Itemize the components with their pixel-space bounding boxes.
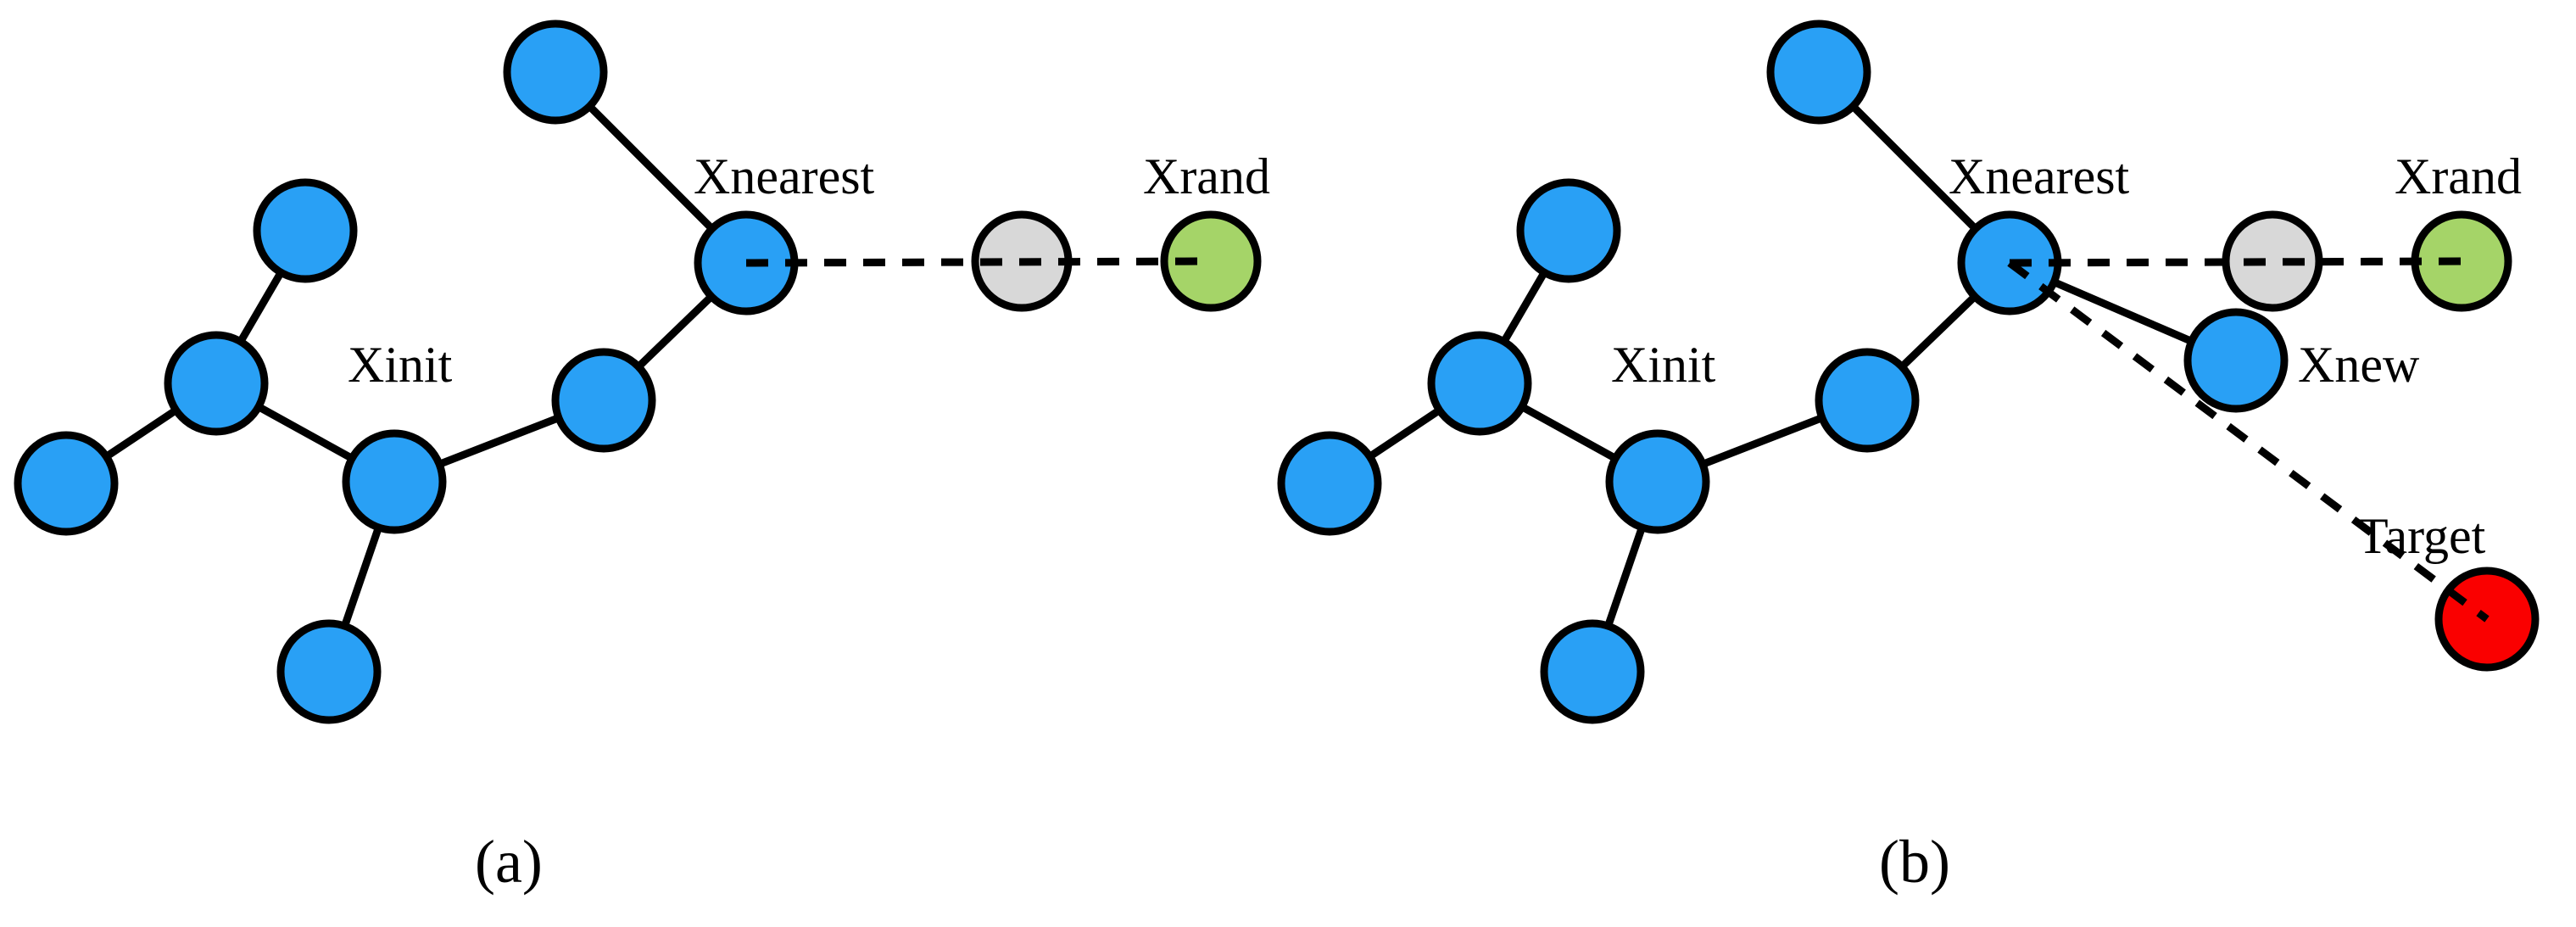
panel-a-node-bottom[interactable] bbox=[276, 619, 382, 724]
nodes-layer bbox=[14, 20, 2540, 724]
panel-b-node-right-mid[interactable] bbox=[1815, 348, 1920, 453]
panel-b-dashed-nearest-target bbox=[2007, 260, 2490, 623]
panel-a-node-init-label: Xinit bbox=[348, 337, 453, 393]
panel-a-node-far-left[interactable] bbox=[14, 431, 119, 536]
panel-b-node-far-left[interactable] bbox=[1277, 431, 1382, 536]
panel-b-node-init-label: Xinit bbox=[1611, 337, 1716, 393]
panel-b-node-top[interactable] bbox=[1766, 20, 1871, 125]
panel-b-node-sample[interactable] bbox=[2222, 210, 2323, 312]
panel-b-caption: (b) bbox=[1879, 828, 1950, 896]
panel-b-node-new[interactable] bbox=[2183, 308, 2289, 413]
panel-a-node-branch[interactable] bbox=[164, 331, 269, 436]
panel-a-node-upper-left[interactable] bbox=[253, 178, 358, 283]
panel-a-node-init[interactable] bbox=[342, 429, 447, 534]
panel-a-node-top[interactable] bbox=[503, 20, 608, 125]
panel-b-node-nearest-label: Xnearest bbox=[1949, 148, 2130, 204]
panel-a-caption: (a) bbox=[475, 828, 543, 896]
panel-a-node-nearest-label: Xnearest bbox=[694, 148, 875, 204]
panel-b-node-bottom[interactable] bbox=[1540, 619, 1645, 724]
panel-a-node-rand[interactable] bbox=[1160, 210, 1262, 312]
panel-a-node-rand-label: Xrand bbox=[1143, 148, 1270, 204]
panel-b-node-rand-label: Xrand bbox=[2395, 148, 2522, 204]
panel-a-node-right-mid[interactable] bbox=[551, 348, 656, 453]
panel-b-node-init[interactable] bbox=[1605, 429, 1710, 534]
panel-b-node-branch[interactable] bbox=[1427, 331, 1532, 436]
panel-b-node-target-label: Target bbox=[2357, 508, 2486, 564]
panel-b-node-upper-left[interactable] bbox=[1516, 178, 1621, 283]
panel-b-node-new-label: Xnew bbox=[2298, 337, 2420, 393]
